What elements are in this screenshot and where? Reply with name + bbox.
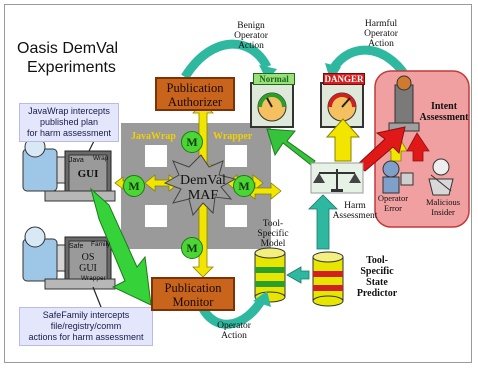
- publication-monitor-box: Publication Monitor: [151, 277, 235, 311]
- operator-action-curve: [196, 298, 265, 329]
- demval-maf-label: DemVal MAF: [173, 173, 233, 203]
- javawrap-line2: published plan: [39, 117, 99, 127]
- workstation-bottom: [22, 226, 116, 290]
- error-line1: Operator: [377, 193, 409, 203]
- tool-model-cylinder: [254, 247, 286, 303]
- gui-label-bottom: GUI: [79, 263, 97, 274]
- operator-error-label: Operator Error: [371, 193, 415, 213]
- monitor-line1: Publication: [164, 281, 222, 295]
- harm-assessment-label: Harm Assessment: [325, 201, 385, 221]
- authorizer-line2: Authorizer: [167, 95, 223, 109]
- malicious-insider-label: Malicious Insider: [419, 197, 467, 217]
- op-action-line1: Operator: [217, 321, 251, 331]
- java-label: Java: [69, 157, 84, 164]
- scale-icon: [310, 162, 364, 194]
- tool-model-line2: Specific: [257, 229, 289, 239]
- error-line2: Error: [384, 203, 402, 213]
- malicious-insider-figure: [428, 158, 454, 196]
- javawrap-label: JavaWrap: [131, 131, 176, 142]
- tool-model-label: Tool- Specific Model: [253, 219, 293, 249]
- yellow-harm-arrow: [325, 118, 361, 162]
- normal-tag: Normal: [253, 73, 295, 85]
- harm-line1: Harm: [344, 201, 366, 211]
- predictor-line2: Specific: [360, 266, 394, 277]
- wrapper-label: Wrapper: [213, 131, 253, 142]
- tool-model-line1: Tool-: [262, 219, 284, 229]
- wrapper-tag: Wrapper: [81, 275, 106, 282]
- predictor-line4: Predictor: [356, 288, 398, 299]
- safefamily-line2: file/registry/comm: [50, 321, 122, 331]
- family-tag: Family: [91, 241, 111, 248]
- authorizer-line1: Publication: [166, 81, 224, 95]
- safefamily-line3: actions for harm assessment: [28, 332, 144, 342]
- intent-line1: Intent: [430, 101, 458, 112]
- harmful-line1: Harmful: [364, 19, 398, 29]
- m-node-right: M: [233, 175, 255, 197]
- safe-gui-screen: Safe OS GUI: [69, 243, 107, 274]
- benign-line2: Operator: [234, 31, 268, 41]
- safefamily-pointer: [92, 286, 102, 308]
- malicious-line1: Malicious: [426, 197, 460, 207]
- title-line1: Oasis DemVal: [17, 40, 119, 57]
- benign-line1: Benign: [237, 21, 265, 31]
- javawrap-line1: JavaWrap intercepts: [28, 106, 110, 116]
- maf-starburst: [163, 154, 237, 217]
- operator-action-label: Operator Action: [207, 321, 261, 341]
- wrap-tag: Wrap: [93, 155, 109, 162]
- harm-line2: Assessment: [332, 211, 378, 221]
- model-to-predictor-arrow: [286, 266, 310, 284]
- demval-text: DemVal: [180, 173, 226, 188]
- red-harm-arrow: [356, 126, 406, 172]
- java-gui-screen: Java GUI: [69, 157, 107, 180]
- benign-curve: [181, 39, 272, 80]
- harmful-curve: [329, 45, 409, 78]
- operator-error-figure: [382, 160, 414, 194]
- predictor-line1: Tool-: [366, 255, 388, 266]
- benign-action-label: Benign Operator Action: [219, 21, 283, 51]
- title-line2: Experiments: [27, 59, 116, 76]
- harmful-line2: Operator: [364, 29, 398, 39]
- benign-line3: Action: [238, 41, 264, 51]
- publication-authorizer-box: Publication Authorizer: [155, 77, 235, 111]
- state-predictor-label: Tool- Specific State Predictor: [347, 255, 407, 299]
- intent-line2: Assessment: [419, 112, 469, 123]
- diagram-frame: Oasis DemVal Experiments JavaWrap interc…: [4, 4, 472, 363]
- tool-model-line3: Model: [260, 239, 286, 249]
- javawrap-callout: JavaWrap intercepts published plan for h…: [19, 103, 119, 142]
- m-node-bottom: M: [181, 237, 203, 259]
- intent-assessment-label: Intent Assessment: [419, 101, 469, 123]
- danger-tag: DANGER: [323, 73, 365, 85]
- m-node-top: M: [181, 131, 203, 153]
- safe-label: Safe: [69, 243, 84, 250]
- state-predictor-cylinder: [312, 251, 344, 307]
- workstation-top: [22, 136, 116, 202]
- gui-label-top: GUI: [77, 168, 99, 180]
- javawrap-line3: for harm assessment: [26, 128, 112, 138]
- os-label: OS: [81, 252, 95, 263]
- harmful-action-label: Harmful Operator Action: [349, 19, 413, 49]
- green-harm-arrow: [266, 128, 316, 166]
- safefamily-line1: SafeFamily intercepts: [42, 310, 130, 320]
- maf-text: MAF: [187, 188, 219, 203]
- m-node-left: M: [123, 175, 145, 197]
- diagram-canvas: [22, 39, 470, 329]
- monitor-line2: Monitor: [172, 295, 214, 309]
- predictor-line3: State: [366, 277, 388, 288]
- op-action-line2: Action: [221, 331, 247, 341]
- teal-up-arrow: [308, 194, 338, 250]
- malicious-line2: Insider: [431, 207, 455, 217]
- harmful-line3: Action: [368, 39, 394, 49]
- safefamily-callout: SafeFamily intercepts file/registry/comm…: [19, 307, 153, 346]
- page-title: Oasis DemVal Experiments: [17, 39, 118, 77]
